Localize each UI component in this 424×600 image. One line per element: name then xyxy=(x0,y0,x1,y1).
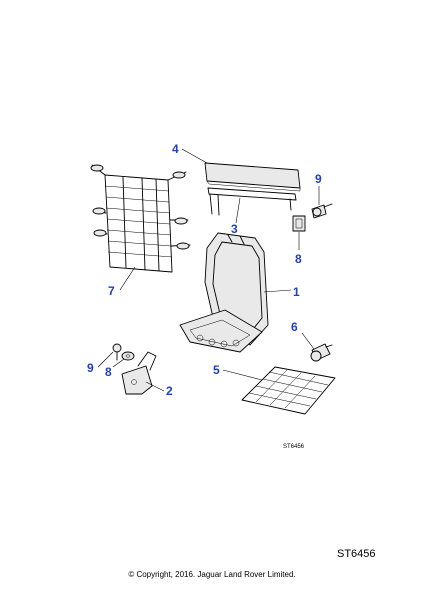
upper-cross-bar xyxy=(207,187,297,216)
callout-labels: 4 9 3 8 7 1 6 9 8 5 2 xyxy=(87,142,322,398)
drawing-reference: ST6456 xyxy=(337,548,376,560)
mounting-bracket xyxy=(121,351,157,395)
callout-4: 4 xyxy=(172,142,179,156)
bolt-lower xyxy=(112,343,122,361)
screw-upper xyxy=(311,203,333,219)
callout-8-lower: 8 xyxy=(105,365,112,379)
leader-lines xyxy=(97,148,320,392)
trim-clip-upper xyxy=(292,215,306,232)
seat-frame xyxy=(179,232,269,353)
drawing-reference-small: ST6456 xyxy=(283,444,305,450)
callout-7: 7 xyxy=(108,284,115,298)
callout-3: 3 xyxy=(231,222,238,236)
callout-6: 6 xyxy=(291,320,298,334)
callout-9-upper: 9 xyxy=(315,172,322,186)
callout-2: 2 xyxy=(166,384,173,398)
callout-1: 1 xyxy=(293,285,300,299)
callout-9-lower: 9 xyxy=(87,361,94,375)
spring-hooks xyxy=(90,164,191,250)
adjuster-bolt xyxy=(310,343,333,362)
top-cover-panel xyxy=(204,162,301,192)
seat-back-spring-mat xyxy=(90,164,191,273)
copyright-notice: © Copyright, 2016. Jaguar Land Rover Lim… xyxy=(128,570,296,579)
callout-8-upper: 8 xyxy=(295,252,302,266)
cushion-spring-mat xyxy=(241,366,336,415)
callout-5: 5 xyxy=(213,363,220,377)
washer-lower xyxy=(121,351,135,361)
